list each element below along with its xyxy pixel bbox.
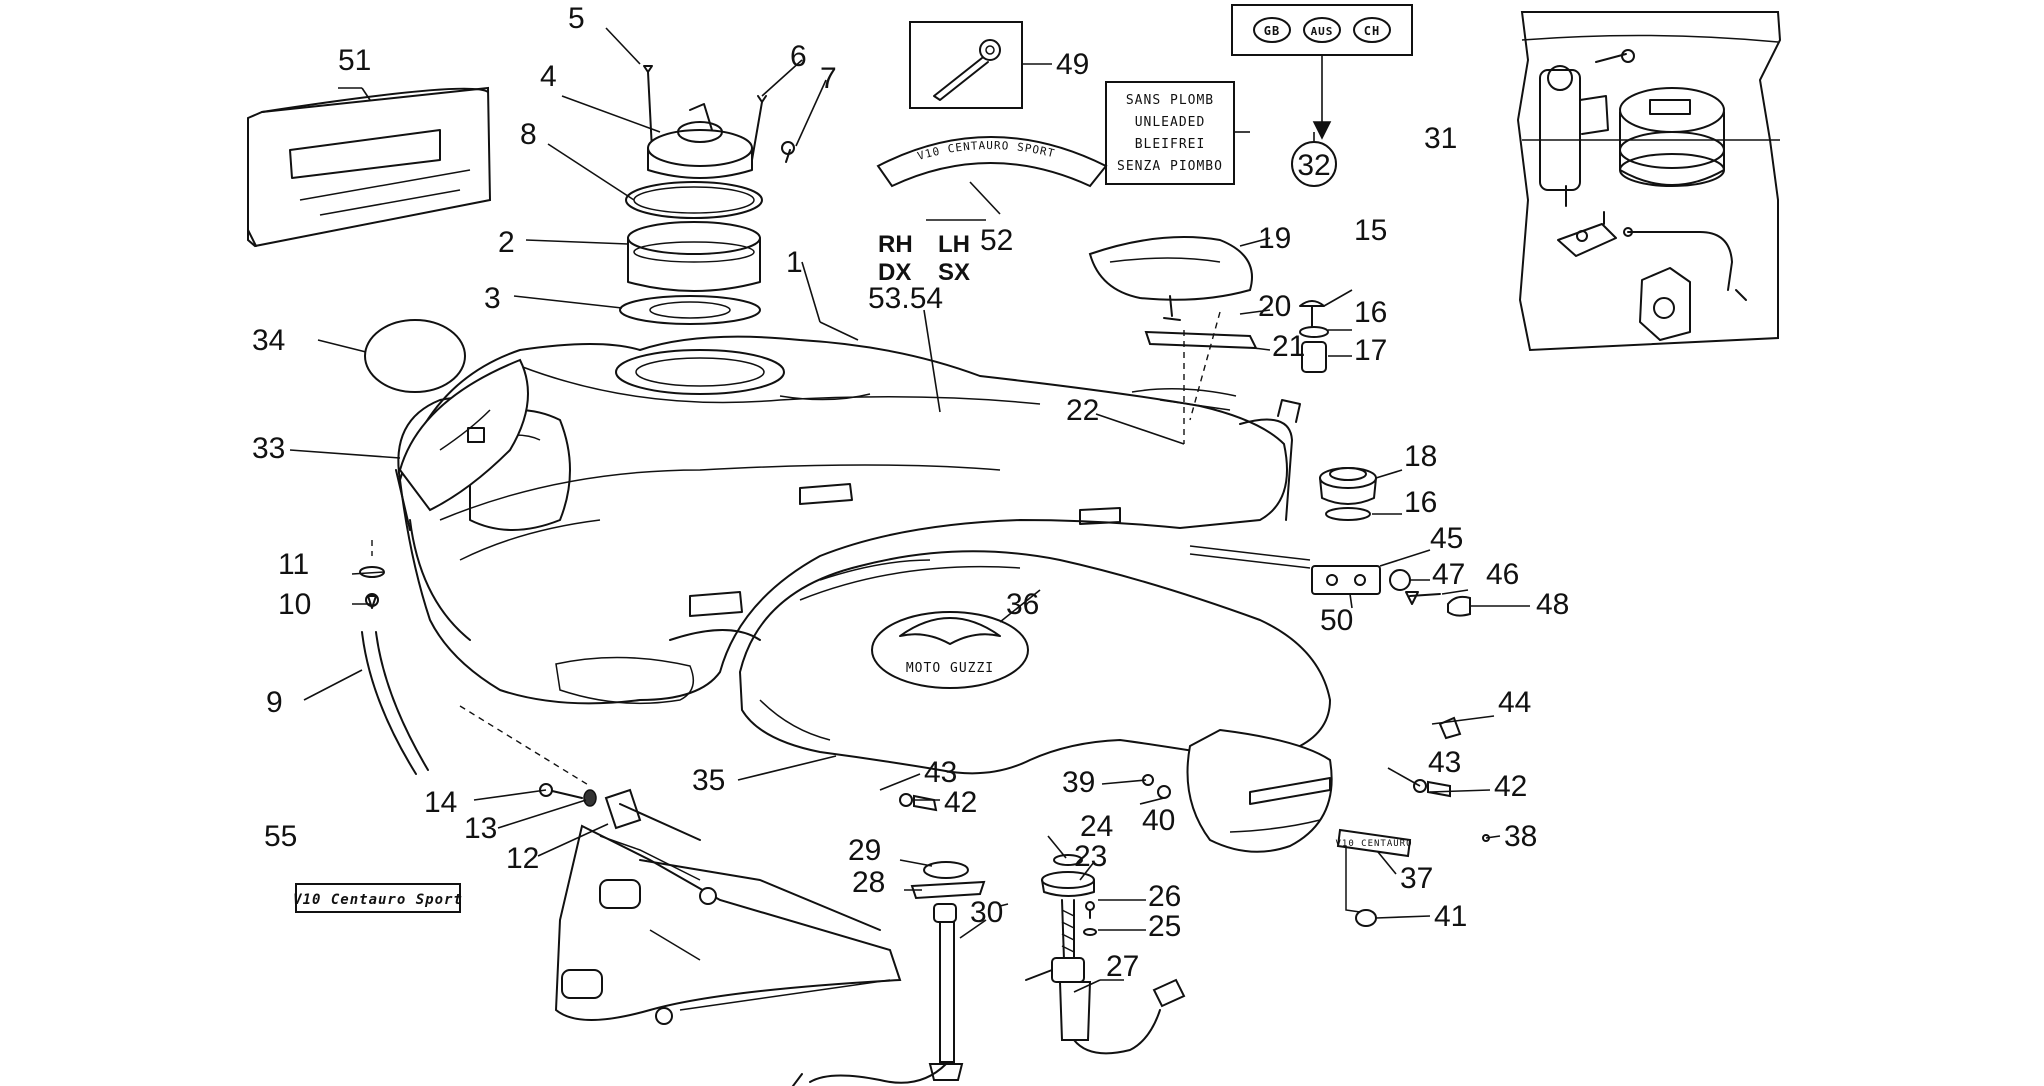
callout-43a: 43 — [924, 756, 957, 789]
part-9-hose — [361, 631, 429, 775]
callout-20: 20 — [1258, 290, 1291, 323]
part-33-front-panel — [395, 358, 529, 531]
callout-13: 13 — [464, 812, 497, 845]
parts-12-14-bracket — [539, 783, 902, 1025]
parts-15-18-mount — [1299, 300, 1377, 521]
callout-42a: 42 — [944, 786, 977, 819]
assembly-dash-lines — [371, 311, 1221, 787]
callout-4: 4 — [540, 60, 557, 93]
callout-18: 18 — [1404, 440, 1437, 473]
part-52-arc-decal: V10 CENTAURO SPORT — [876, 136, 1108, 188]
callout-5: 5 — [568, 2, 585, 35]
callout-48: 48 — [1536, 588, 1569, 621]
part-34-ring — [364, 319, 466, 393]
callout-39: 39 — [1062, 766, 1095, 799]
fuel-label-line-4: SENZA PIOMBO — [1117, 159, 1223, 174]
part-19-rear-cover — [1088, 236, 1258, 350]
badge-gb: GB — [1264, 24, 1280, 38]
model-badge-text: V10 Centauro Sport — [293, 892, 463, 908]
callout-23: 23 — [1074, 840, 1107, 873]
model-badge-55: V10 Centauro Sport — [293, 883, 463, 913]
fuel-label-line-1: SANS PLOMB — [1126, 93, 1214, 108]
callout-7: 7 — [820, 62, 837, 95]
callout-31: 31 — [1424, 122, 1457, 155]
label-sx: SX — [938, 259, 970, 286]
callout-43b: 43 — [1428, 746, 1461, 779]
parts-23-27-fuel-tap — [1025, 854, 1186, 1055]
callout-16b: 16 — [1404, 486, 1437, 519]
callout-11: 11 — [278, 548, 309, 581]
callout-40: 40 — [1142, 804, 1175, 837]
parts-28-30-fuel-sender — [791, 861, 986, 1086]
label-lh: LH — [938, 231, 970, 258]
parts-45-50-fittings — [1189, 545, 1471, 617]
callout-labels: 5 6 7 4 51 8 2 3 34 33 1 RH LH DX SX 53.… — [252, 2, 1569, 983]
fuel-label-line-2: UNLEADED — [1135, 115, 1206, 130]
callout-52: 52 — [980, 224, 1013, 257]
fuel-label-line-3: BLEIFREI — [1135, 137, 1206, 152]
callout-37: 37 — [1400, 862, 1433, 895]
callout-44: 44 — [1498, 686, 1531, 719]
callout-9: 9 — [266, 686, 283, 719]
callout-45: 45 — [1430, 522, 1463, 555]
callout-26: 26 — [1148, 880, 1181, 913]
unleaded-label-box — [1105, 81, 1235, 185]
callout-35: 35 — [692, 764, 725, 797]
tank-logo-text: MOTO GUZZI — [906, 661, 994, 676]
callout-42b: 42 — [1494, 770, 1527, 803]
country-badge-texts: GB AUS CH — [1264, 24, 1380, 38]
callout-27: 27 — [1106, 950, 1139, 983]
callout-2: 2 — [498, 226, 515, 259]
callout-17: 17 — [1354, 334, 1387, 367]
part-51-cover — [247, 86, 492, 248]
callout-55: 55 — [264, 820, 297, 853]
callout-19: 19 — [1258, 222, 1291, 255]
callout-14: 14 — [424, 786, 457, 819]
callout-32: 32 — [1297, 149, 1330, 182]
callout-30: 30 — [970, 896, 1003, 929]
callout-25: 25 — [1148, 910, 1181, 943]
unleaded-label-text: SANS PLOMB UNLEADED BLEIFREI SENZA PIOMB… — [1117, 93, 1223, 174]
callout-50: 50 — [1320, 604, 1353, 637]
callout-8: 8 — [520, 118, 537, 151]
callout-6: 6 — [790, 40, 807, 73]
callout-29: 29 — [848, 834, 881, 867]
part-35-side-panel: MOTO GUZZI — [555, 483, 1333, 853]
label-dx: DX — [878, 259, 911, 286]
callout-24: 24 — [1080, 810, 1113, 843]
label-rh: RH — [878, 231, 913, 258]
callout-34: 34 — [252, 324, 285, 357]
callout-16a: 16 — [1354, 296, 1387, 329]
callout-49: 49 — [1056, 48, 1089, 81]
filler-cap-assembly — [619, 65, 795, 325]
callout-51: 51 — [338, 44, 371, 77]
callout-21: 21 — [1272, 330, 1305, 363]
callout-32-circle: 32 — [1291, 141, 1337, 187]
callout-41: 41 — [1434, 900, 1467, 933]
callout-36: 36 — [1006, 588, 1039, 621]
callout-33: 33 — [252, 432, 285, 465]
callout-15: 15 — [1354, 214, 1387, 247]
callout-22: 22 — [1066, 394, 1099, 427]
country-badge-box — [1231, 4, 1413, 56]
badge-aus: AUS — [1311, 25, 1334, 38]
fuel-tank — [397, 335, 1301, 705]
callout-38: 38 — [1504, 820, 1537, 853]
leader-lines — [289, 27, 1780, 993]
part-31-lock-kit-bag — [1516, 11, 1782, 352]
callout-3: 3 — [484, 282, 501, 315]
callout-53-54: 53.54 — [868, 282, 943, 315]
callout-10: 10 — [278, 588, 311, 621]
callout-12: 12 — [506, 842, 539, 875]
callout-47: 47 — [1432, 558, 1465, 591]
part-49-key-box — [909, 21, 1023, 109]
callout-1: 1 — [786, 246, 803, 279]
callout-46: 46 — [1486, 558, 1519, 591]
badge-ch: CH — [1364, 24, 1380, 38]
side-badge-text: V10 CENTAURO — [1335, 839, 1412, 849]
callout-28: 28 — [852, 866, 885, 899]
